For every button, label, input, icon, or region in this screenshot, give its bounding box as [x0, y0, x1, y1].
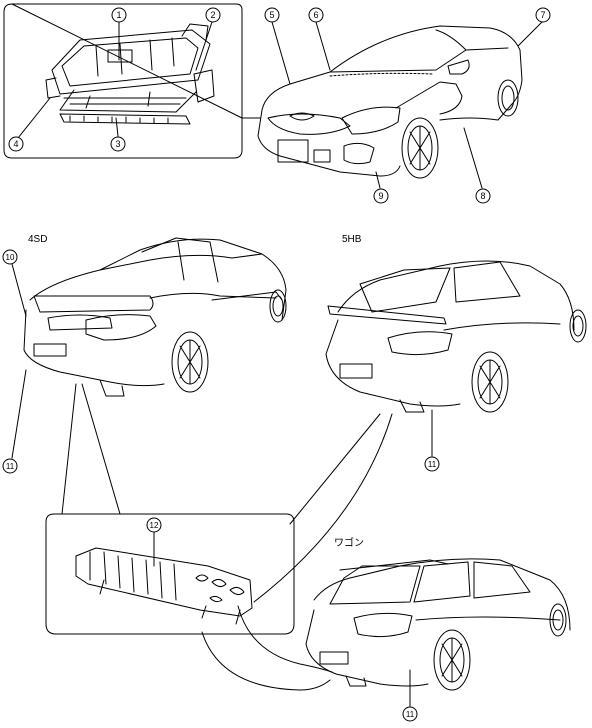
svg-text:6: 6 — [313, 10, 318, 20]
svg-text:12: 12 — [150, 521, 159, 530]
callout-3: 3 — [110, 136, 126, 152]
svg-text:10: 10 — [6, 253, 15, 262]
sedan-rear-drawing — [23, 237, 287, 397]
label-5hb: 5HB — [342, 234, 362, 245]
callout-8: 8 — [475, 188, 491, 204]
svg-text:7: 7 — [540, 10, 545, 20]
callout-11-hatchback: 11 — [424, 456, 440, 472]
svg-text:11: 11 — [6, 462, 15, 471]
label-4sd: 4SD — [28, 234, 48, 245]
front-inset-frame — [3, 3, 261, 159]
callout-4: 4 — [8, 136, 24, 152]
callout-7: 7 — [535, 7, 551, 23]
front-car-drawing — [257, 25, 523, 179]
svg-text:1: 1 — [116, 10, 121, 20]
callout-11-sedan: 11 — [2, 458, 18, 474]
svg-text:4: 4 — [13, 139, 18, 149]
svg-text:11: 11 — [406, 710, 415, 719]
hatchback-rear-drawing — [325, 260, 587, 413]
svg-text:3: 3 — [115, 139, 120, 149]
svg-text:8: 8 — [480, 191, 485, 201]
callout-1: 1 — [111, 7, 127, 23]
front-reinforcement-drawing — [45, 23, 215, 125]
svg-text:11: 11 — [428, 460, 437, 469]
svg-text:5: 5 — [269, 10, 274, 20]
connector-lines — [61, 383, 393, 691]
callout-11-wagon: 11 — [402, 706, 418, 722]
wagon-rear-drawing — [305, 558, 571, 691]
svg-text:9: 9 — [378, 191, 383, 201]
rear-reinforcement-drawing — [75, 547, 253, 625]
label-wagon: ワゴン — [334, 538, 364, 549]
callout-9: 9 — [373, 188, 389, 204]
callout-10: 10 — [2, 249, 18, 265]
callout-12: 12 — [146, 517, 162, 533]
callout-leaders — [11, 21, 543, 707]
callout-5: 5 — [264, 7, 280, 23]
rear-inset-frame — [45, 513, 295, 635]
callout-2: 2 — [205, 7, 221, 23]
callout-6: 6 — [308, 7, 324, 23]
svg-text:2: 2 — [210, 10, 215, 20]
